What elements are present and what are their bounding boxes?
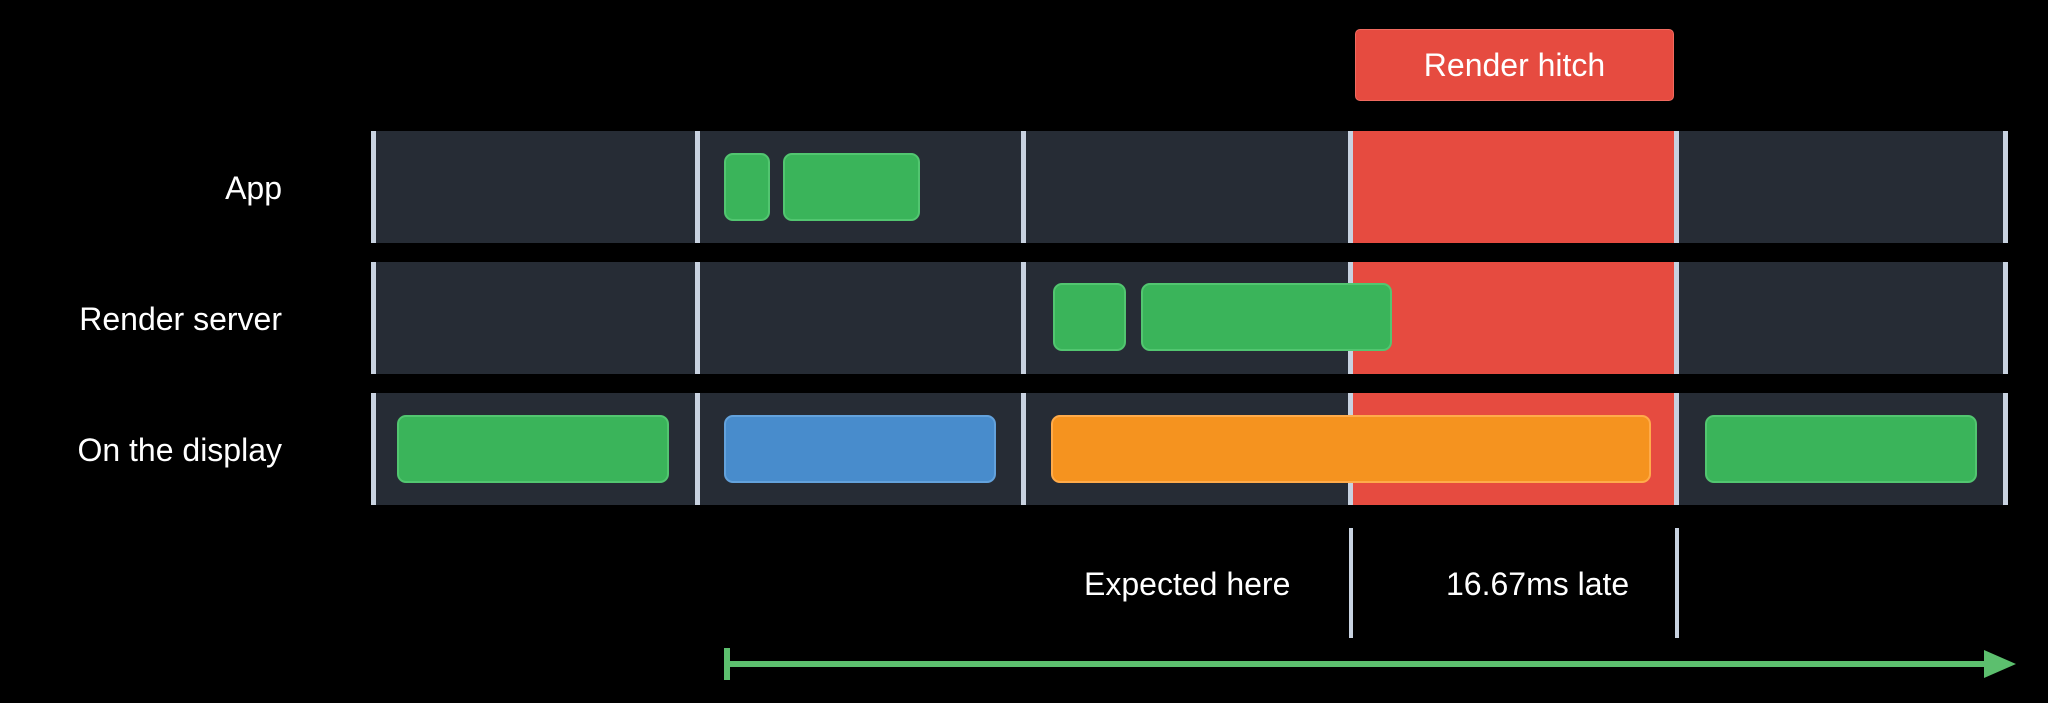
lane-app: [373, 131, 2007, 243]
row-label-render-server: Render server: [79, 301, 282, 337]
vsync-tick: [1021, 393, 1026, 505]
vsync-tick: [1674, 131, 1679, 243]
vsync-tick: [695, 393, 700, 505]
render-hitch-label: Render hitch: [1423, 46, 1606, 83]
vsync-tick: [1348, 131, 1353, 243]
row-label-on-the-display: On the display: [77, 432, 282, 468]
hitch-column-app: [1352, 131, 1677, 243]
vsync-tick: [371, 131, 376, 243]
expected-here-label: Expected here: [1084, 566, 1291, 602]
hitch-column-render-server: [1352, 262, 1677, 374]
display-frame-block: [397, 415, 669, 483]
vsync-tick: [371, 393, 376, 505]
app-work-block: [783, 153, 920, 221]
vsync-tick: [2003, 262, 2008, 374]
late-marker-line: [1675, 528, 1679, 638]
vsync-tick: [2003, 131, 2008, 243]
expected-marker-line: [1349, 528, 1353, 638]
vsync-tick: [1021, 262, 1026, 374]
vsync-tick: [1021, 131, 1026, 243]
display-frame-block: [1705, 415, 1977, 483]
app-work-block: [724, 153, 770, 221]
render-server-work-block: [1141, 283, 1392, 351]
display-frame-block-delayed: [1051, 415, 1651, 483]
vsync-tick: [695, 131, 700, 243]
vsync-tick: [1674, 262, 1679, 374]
vsync-tick: [695, 262, 700, 374]
render-hitch-badge: Render hitch: [1355, 29, 1674, 101]
late-duration-label: 16.67ms late: [1446, 566, 1630, 602]
vsync-tick: [371, 262, 376, 374]
display-frame-block: [724, 415, 996, 483]
row-label-app: App: [225, 170, 282, 206]
render-server-work-block: [1053, 283, 1126, 351]
vsync-tick: [2003, 393, 2008, 505]
vsync-tick: [1674, 393, 1679, 505]
